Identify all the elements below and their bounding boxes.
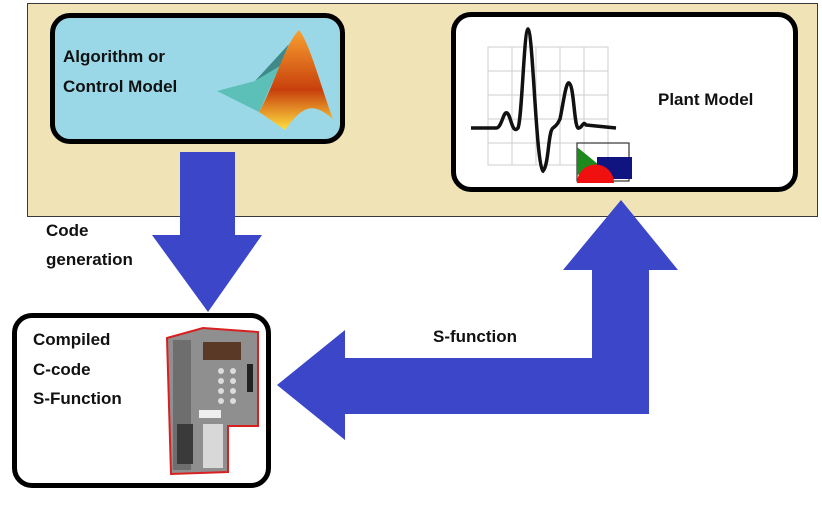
grid-icon	[487, 46, 609, 166]
compiled-label-line1: Compiled	[33, 330, 111, 349]
compiled-label-line2: C-code	[33, 360, 91, 379]
algorithm-label-line2: Control Model	[63, 77, 178, 96]
code-generation-arrow	[152, 152, 262, 312]
plant-model-label: Plant Model	[658, 90, 754, 109]
ecg-signal-simulink-icon	[471, 27, 632, 183]
s-function-arrow	[277, 200, 678, 440]
compiled-label-line3: S-Function	[33, 389, 122, 408]
code-generation-label-line2: generation	[46, 250, 133, 269]
algorithm-control-model-box: Algorithm or Control Model	[50, 13, 345, 144]
matlab-membrane-logo-icon	[217, 30, 333, 130]
code-generation-label-line1: Code	[46, 221, 89, 240]
compiled-c-code-box: Compiled C-code S-Function	[12, 313, 271, 488]
algorithm-label-line1: Algorithm or	[63, 47, 165, 66]
s-function-label: S-function	[433, 327, 518, 346]
plc-controller-icon	[165, 326, 259, 476]
ecg-waveform-icon	[471, 27, 617, 174]
plant-model-box: Plant Model	[451, 12, 798, 192]
